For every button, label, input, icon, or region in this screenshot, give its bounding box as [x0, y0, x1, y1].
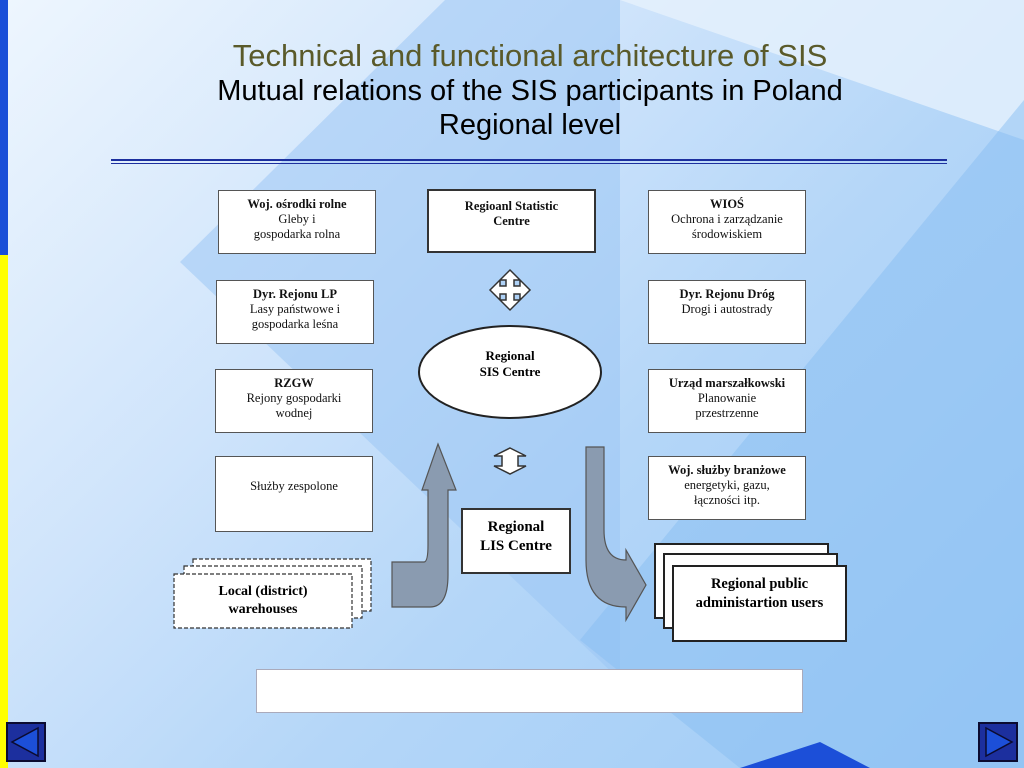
title-divider-thin	[111, 163, 947, 164]
box-urzad-marszalkowski: Urząd marszałkowski Planowanie przestrze…	[648, 369, 806, 433]
box-sluzby-zespolone: Służby zespolone	[215, 456, 373, 532]
sis-centre-label: Regional SIS Centre	[479, 348, 541, 379]
box-line: Rejony gospodarki	[246, 391, 342, 405]
public-users-label: Regional public administartion users	[695, 576, 824, 611]
box-line: Służby zespolone	[250, 479, 338, 493]
slide-subtitle: Mutual relations of the SIS participants…	[217, 75, 843, 107]
box-dyr-rejonu-lp: Dyr. Rejonu LP Lasy państwowe i gospodar…	[216, 280, 374, 344]
box-line: przestrzenne	[695, 406, 759, 420]
left-accent-bar-yellow	[0, 255, 8, 768]
local-warehouses-label: Local (district) warehouses	[218, 584, 308, 617]
box-wios: WIOŚ Ochrona i zarządzanie środowiskiem	[648, 190, 806, 254]
triangle-right-icon	[985, 726, 1014, 758]
box-line: gospodarka leśna	[251, 317, 339, 331]
next-slide-button[interactable]	[978, 722, 1018, 762]
box-line: Drogi i autostrady	[681, 302, 773, 316]
triangle-left-icon	[10, 726, 39, 758]
box-line: Ochrona i zarządzanie	[671, 212, 783, 226]
box-line: gospodarka rolna	[253, 227, 341, 241]
box-heading: Woj. służby branżowe	[668, 463, 786, 477]
slide-title: Technical and functional architecture of…	[232, 38, 828, 73]
prev-slide-button[interactable]	[6, 722, 46, 762]
box-regional-lis-centre: Regional LIS Centre	[461, 508, 571, 574]
box-dyr-rejonu-drog: Dyr. Rejonu Dróg Drogi i autostrady	[648, 280, 806, 344]
box-line: Planowanie	[697, 391, 757, 405]
slide-title-block: Technical and functional architecture of…	[110, 38, 950, 142]
box-rzgw: RZGW Rejony gospodarki wodnej	[215, 369, 373, 433]
box-line: Gleby i	[278, 212, 316, 226]
box-line: energetyki, gazu,	[684, 478, 770, 492]
box-heading: WIOŚ	[709, 197, 745, 211]
box-line: Lasy państwowe i	[249, 302, 341, 316]
box-line: wodnej	[275, 406, 313, 420]
box-heading: Woj. ośrodki rolne	[247, 197, 347, 211]
box-woj-sluzby-branzowe: Woj. służby branżowe energetyki, gazu, ł…	[648, 456, 806, 520]
caption-box	[256, 669, 803, 713]
left-accent-bar-blue	[0, 0, 8, 255]
box-line: środowiskiem	[691, 227, 763, 241]
title-divider	[111, 159, 947, 161]
box-heading: Urząd marszałkowski	[668, 376, 786, 390]
box-woj-osrodki-rolne: Woj. ośrodki rolne Gleby i gospodarka ro…	[218, 190, 376, 254]
box-line: łączności itp.	[694, 493, 760, 507]
slide-subtitle-level: Regional level	[438, 109, 622, 141]
box-regional-statistic-centre: Regioanl Statistic Centre	[427, 189, 596, 253]
box-heading: Dyr. Rejonu Dróg	[679, 287, 775, 301]
box-heading: RZGW	[274, 376, 314, 390]
box-heading: Dyr. Rejonu LP	[253, 287, 337, 301]
